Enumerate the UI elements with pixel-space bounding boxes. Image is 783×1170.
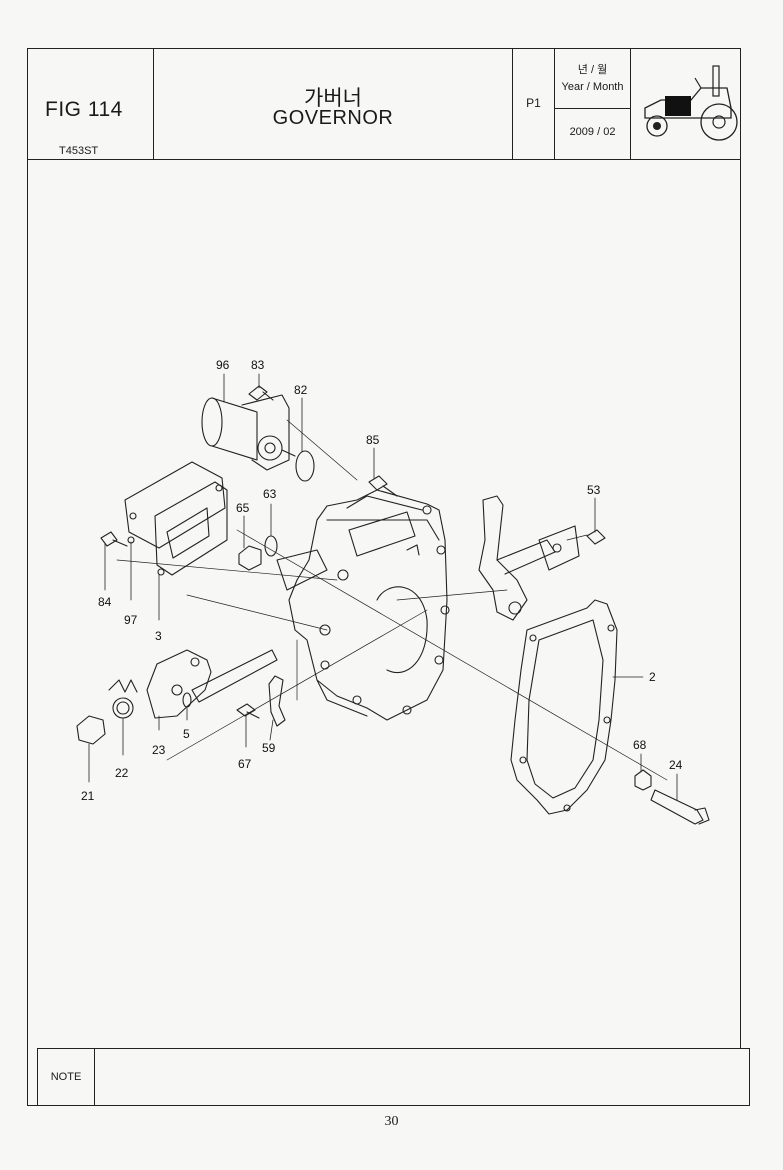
callout-85: 85 — [366, 433, 380, 447]
callout-21: 21 — [81, 789, 95, 803]
governor-shaft — [191, 649, 278, 703]
page-code: P1 — [526, 96, 541, 110]
callout-3: 3 — [155, 629, 162, 643]
part-59-bracket — [268, 675, 286, 727]
callout-82: 82 — [294, 383, 308, 397]
exploded-parts-diagram: 96 83 82 85 63 65 53 84 97 3 2 23 5 67 5… — [76, 358, 710, 825]
part-67-bolt — [236, 703, 260, 719]
title-cell: 가버너 GOVERNOR — [154, 48, 513, 160]
note-row: NOTE — [37, 1048, 750, 1106]
title-korean: 가버너 — [304, 87, 362, 110]
part-85-bolt — [368, 475, 398, 497]
callout-59: 59 — [262, 741, 276, 755]
callout-68: 68 — [633, 738, 647, 752]
part-24-bolt — [650, 789, 710, 825]
part-96-solenoid — [201, 394, 296, 471]
callout-84: 84 — [98, 595, 112, 609]
callout-23: 23 — [152, 743, 166, 757]
page-code-cell: P1 — [513, 48, 555, 160]
part-53-lever — [478, 495, 606, 621]
part-82-o-ring — [295, 450, 315, 482]
callout-22: 22 — [115, 766, 129, 780]
part-22-spring — [108, 679, 138, 719]
date-cell: 년 / 월 Year / Month 2009 / 02 — [555, 48, 631, 160]
callout-65: 65 — [236, 501, 250, 515]
header-divider — [27, 159, 741, 160]
part-3-cover — [154, 481, 228, 576]
callout-63: 63 — [263, 487, 277, 501]
callout-67: 67 — [238, 757, 252, 771]
figure-label: FIG 114 — [45, 98, 123, 121]
part-21-plug — [76, 715, 106, 745]
figure-cell: FIG 114 T453ST — [27, 48, 154, 160]
title-english: GOVERNOR — [272, 107, 394, 129]
callout-24: 24 — [669, 758, 683, 772]
callout-2: 2 — [649, 670, 656, 684]
title-block: FIG 114 T453ST 가버너 GOVERNOR P1 년 / 월 Yea… — [27, 48, 741, 160]
part-63-washer — [264, 535, 278, 557]
part-68-nut — [634, 769, 652, 791]
callout-83: 83 — [251, 358, 265, 372]
part-5-o-ring — [182, 692, 192, 708]
year-month-english: Year / Month — [561, 81, 624, 93]
callout-labels: 96 83 82 85 63 65 53 84 97 3 2 23 5 67 5… — [81, 358, 683, 803]
part-65-plug — [238, 545, 262, 571]
tractor-cell — [631, 48, 741, 160]
page-number: 30 — [384, 1114, 399, 1129]
callout-53: 53 — [587, 483, 601, 497]
model-label: T453ST — [59, 145, 99, 157]
part-23-lever-plate — [146, 649, 212, 719]
part-2-gasket — [510, 599, 618, 815]
year-month-korean: 년 / 월 — [577, 64, 608, 76]
callout-5: 5 — [183, 727, 190, 741]
revision-date: 2009 / 02 — [569, 126, 616, 138]
part-97-gasket — [124, 461, 226, 549]
part-84-bolt — [100, 531, 128, 547]
callout-97: 97 — [124, 613, 138, 627]
part-83-bolt — [248, 385, 274, 401]
callout-96: 96 — [216, 358, 230, 372]
tractor-icon — [644, 65, 738, 141]
note-label: NOTE — [38, 1049, 95, 1105]
date-divider — [555, 108, 630, 109]
governor-housing — [276, 489, 450, 721]
